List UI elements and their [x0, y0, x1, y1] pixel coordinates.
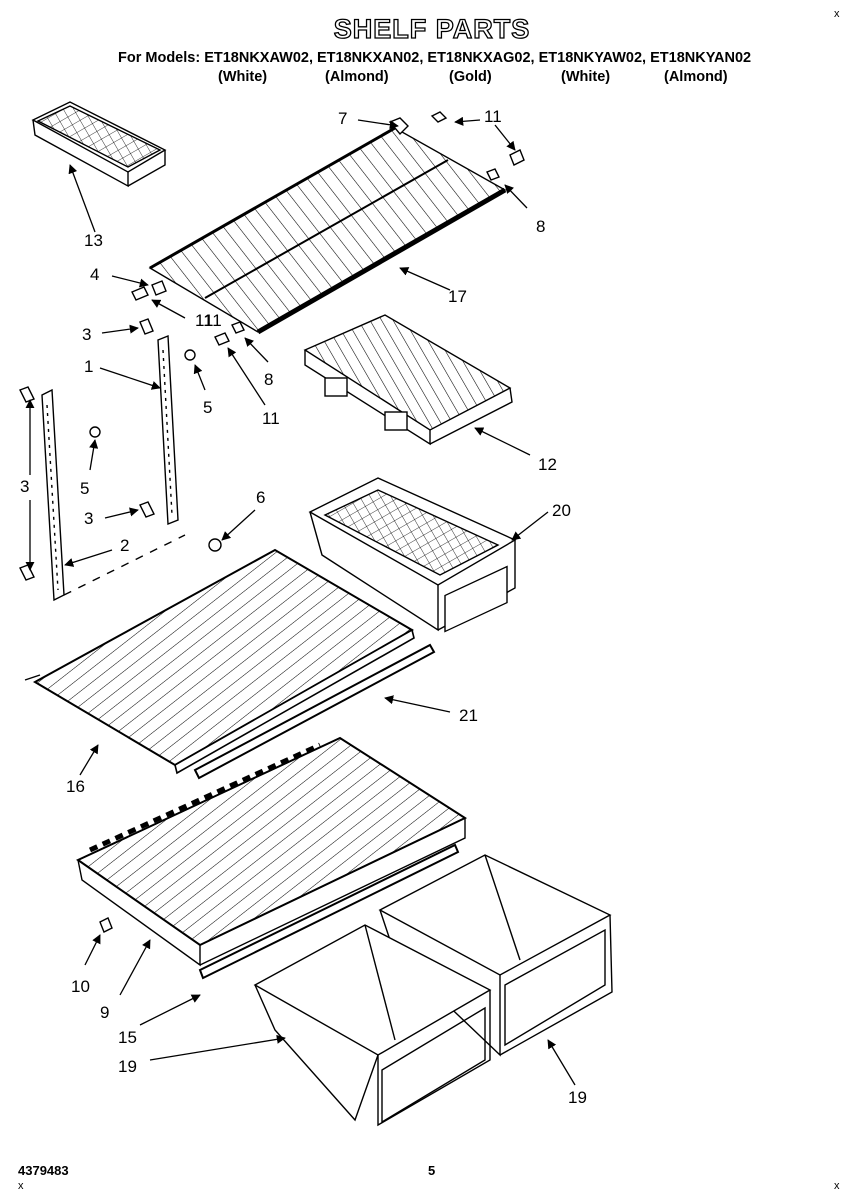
- crisper-drawer-left: [253, 924, 492, 1127]
- color-label-3: (Gold): [449, 69, 492, 85]
- callout-4: 4: [90, 265, 99, 284]
- callout-5-lower: 5: [80, 479, 89, 498]
- crisper-stop-10: [99, 917, 113, 933]
- callout-6: 6: [256, 488, 265, 507]
- corner-mark-top-right: x: [834, 8, 840, 20]
- page-title: SHELF PARTS: [333, 13, 531, 44]
- trim-end-cap-3b: [19, 386, 35, 403]
- callout-8-mid: 8: [264, 370, 273, 389]
- color-label-5: (Almond): [664, 69, 728, 85]
- shelf-bracket-11c: [214, 332, 230, 346]
- shelf-bracket-11a: [509, 149, 525, 166]
- callout-7: 7: [338, 109, 347, 128]
- callout-2: 2: [120, 536, 129, 555]
- callout-11-second: 11: [204, 311, 222, 330]
- shelf-stop-4: [151, 280, 167, 296]
- screw-5a: [184, 349, 196, 361]
- callout-5-upper: 5: [203, 398, 212, 417]
- crisper-cover-frame: [76, 736, 468, 967]
- trim-end-cap-3d: [139, 501, 155, 518]
- page-number: 5: [428, 1163, 436, 1178]
- callout-19-right: 19: [568, 1088, 587, 1107]
- callout-21: 21: [459, 706, 478, 725]
- shelf-bracket-7: [430, 111, 448, 123]
- trim-end-cap-3a: [139, 318, 154, 335]
- callout-20: 20: [552, 501, 571, 520]
- callout-3-left: 3: [20, 477, 29, 496]
- color-label-4: (White): [561, 69, 611, 85]
- callout-3-lower: 3: [84, 509, 93, 528]
- callout-11-left: 11: [195, 311, 213, 330]
- screw-6: [208, 538, 222, 552]
- corner-mark-bottom-right: x: [834, 1180, 840, 1192]
- part-number: 4379483: [18, 1163, 69, 1178]
- model-list: For Models: ET18NKXAW02, ET18NKXAN02, ET…: [118, 50, 752, 66]
- screw-5b: [89, 426, 101, 438]
- callout-17: 17: [448, 287, 467, 306]
- callout-8-top: 8: [536, 217, 545, 236]
- color-label-1: (White): [218, 69, 268, 85]
- callout-9: 9: [100, 1003, 109, 1022]
- corner-mark-bottom-left: x: [18, 1180, 24, 1192]
- callout-10: 10: [71, 977, 90, 996]
- callout-11-top: 11: [484, 107, 502, 126]
- callout-15: 15: [118, 1028, 137, 1047]
- shelf-bracket-11b: [131, 286, 149, 301]
- large-shelf: [24, 548, 415, 775]
- crisper-front-trim: [198, 843, 460, 980]
- trim-end-cap-3c: [19, 564, 35, 581]
- freezer-shelf: [303, 314, 513, 446]
- callout-3-top: 3: [82, 325, 91, 344]
- ice-cube-tray: [31, 101, 167, 188]
- callout-13: 13: [84, 231, 103, 250]
- callout-12: 12: [538, 455, 557, 474]
- callout-16: 16: [66, 777, 85, 796]
- leader-lines: [25, 116, 576, 1086]
- shelf-stop-8b: [231, 321, 245, 334]
- callout-11-mid: 11: [262, 409, 280, 428]
- callout-19-left: 19: [118, 1057, 137, 1076]
- callout-labels: 7 11 11 8 13 4 17 11 3 8 1 5 11 12 3 5 6…: [20, 107, 587, 1107]
- shelf-stop-8a: [486, 168, 500, 181]
- color-label-2: (Almond): [325, 69, 389, 85]
- shelf-front-trim: [193, 643, 436, 780]
- callout-1: 1: [84, 357, 93, 376]
